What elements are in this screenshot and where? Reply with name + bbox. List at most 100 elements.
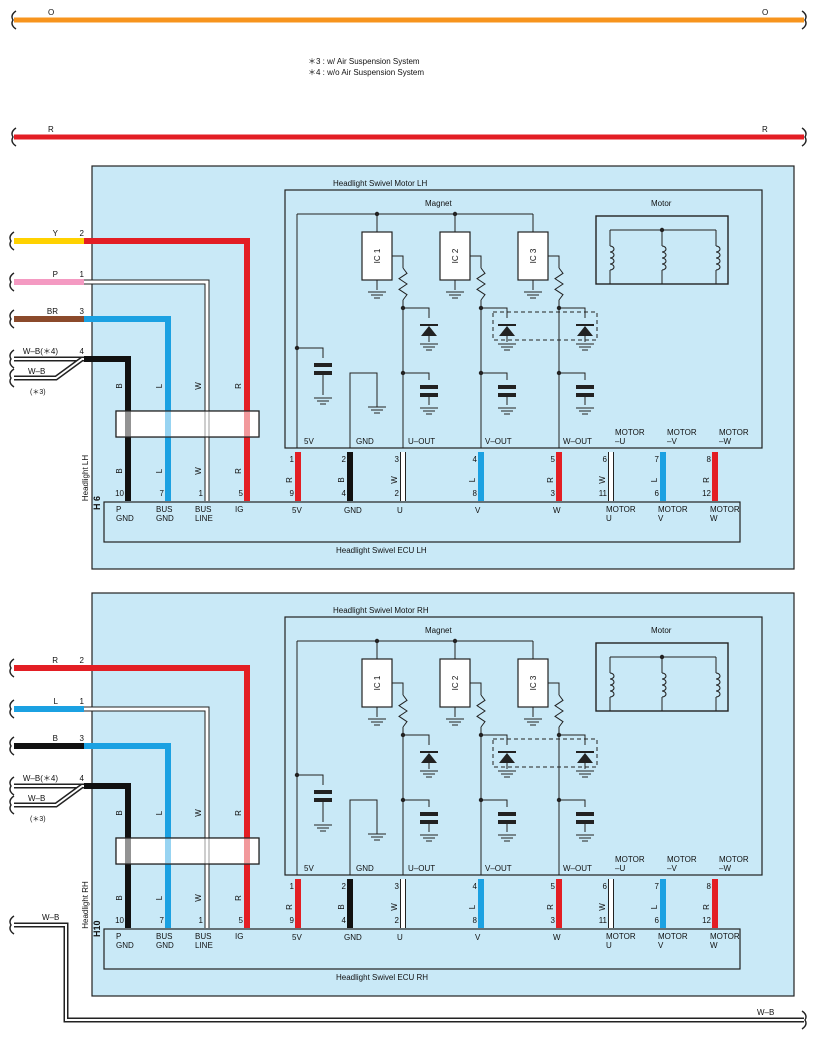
label-line: W xyxy=(710,514,718,523)
wire-color-code: B xyxy=(115,895,124,900)
resistor-icon xyxy=(398,267,408,301)
ecu-pin: 10 xyxy=(115,916,124,925)
wire-color-code: L xyxy=(468,904,477,909)
swivel-motor-title: Headlight Swivel Motor LH xyxy=(333,179,427,188)
ecu-pin: 4 xyxy=(342,489,347,498)
connector-brace-icon xyxy=(801,1010,807,1030)
diode-feed xyxy=(403,307,430,318)
ecu-term-label: GND xyxy=(344,506,362,515)
magnet-label: Magnet xyxy=(425,626,452,635)
label-line: IG xyxy=(235,932,243,941)
input-pin: 4 xyxy=(80,774,85,783)
cap-feed xyxy=(481,799,508,807)
ecu-pin: 5 xyxy=(239,916,244,925)
connector-brace-icon xyxy=(9,368,15,388)
swivel-motor-box xyxy=(284,616,763,876)
wire-color-code: B xyxy=(115,383,124,388)
wire-color-code: W xyxy=(194,809,203,817)
label-line: BUS xyxy=(156,932,172,941)
wire-color-code: W xyxy=(390,903,399,911)
connector-id: H 6 xyxy=(92,496,102,510)
label-line: MOTOR xyxy=(606,932,636,941)
wire-color-code: R xyxy=(285,904,294,910)
swivel-ecu-title: Headlight Swivel ECU LH xyxy=(336,546,427,555)
junction-dot xyxy=(659,227,665,233)
cap-feed xyxy=(403,799,430,807)
motor-term-label: U–OUT xyxy=(408,437,435,446)
wire-color-code: R xyxy=(234,810,243,816)
label-line: W xyxy=(710,941,718,950)
motor-term-label: GND xyxy=(356,864,374,873)
motor-term-label: MOTOR–U xyxy=(615,855,645,873)
diode-icon xyxy=(577,753,593,763)
label-line: IG xyxy=(235,505,243,514)
wire-color-code: W xyxy=(194,894,203,902)
wire-p-gnd xyxy=(84,783,131,928)
label-line: MOTOR xyxy=(710,505,740,514)
capacitor-icon xyxy=(420,385,438,389)
diode-group-dashed xyxy=(492,738,598,768)
coil-icon xyxy=(715,245,721,271)
capacitor-icon xyxy=(420,820,438,824)
wire-color-code: B xyxy=(337,477,346,482)
wire-color-code: W xyxy=(194,467,203,475)
capacitor-icon xyxy=(498,820,516,824)
ecu-term-label: W xyxy=(553,933,561,942)
motor-term-label: MOTOR–U xyxy=(615,428,645,446)
motor-label: Motor xyxy=(651,199,672,208)
coil-icon xyxy=(609,672,615,698)
ecu-pin: 6 xyxy=(655,916,660,925)
label-line: V xyxy=(658,941,664,950)
coil-icon xyxy=(609,245,615,271)
capacitor-icon xyxy=(314,371,332,375)
motor-pin: 6 xyxy=(603,455,608,464)
wire-color-code: L xyxy=(155,468,164,473)
motor-term-label: MOTOR–V xyxy=(667,855,697,873)
alt-wb-stripe xyxy=(14,785,83,806)
ecu-term-label: U xyxy=(397,933,403,942)
ic-out xyxy=(548,682,560,695)
wire-color-code: L xyxy=(468,477,477,482)
motor-term-label: V–OUT xyxy=(485,864,512,873)
motor-pin: 7 xyxy=(655,455,660,464)
ecu-pin: 1 xyxy=(199,489,204,498)
motor-term-label: MOTOR–V xyxy=(667,428,697,446)
swivel-ecu-box xyxy=(103,928,741,970)
wire-color-code: W xyxy=(598,903,607,911)
ecu-term-label: V xyxy=(475,506,481,515)
ic-out xyxy=(392,682,404,695)
label-line: U xyxy=(606,941,612,950)
input-wire-label: B xyxy=(53,734,58,743)
bus-wb: W–BW–B xyxy=(9,913,807,1030)
motor-term-label: MOTOR–W xyxy=(719,855,749,873)
ic-out xyxy=(392,255,404,268)
junction-dot xyxy=(659,654,665,660)
connector-brace-icon xyxy=(801,10,807,30)
resistor-icon xyxy=(554,694,564,728)
label-line: MOTOR xyxy=(710,932,740,941)
connector-brace-icon xyxy=(9,309,15,329)
connector-brace-icon xyxy=(801,127,807,147)
capacitor-icon xyxy=(420,393,438,397)
bus-o-label-right: O xyxy=(762,8,768,17)
label-line: MOTOR xyxy=(719,855,749,864)
connector-brace-icon xyxy=(9,699,15,719)
ic-label: IC 1 xyxy=(373,248,382,263)
motor-term-label: 5V xyxy=(304,437,314,446)
diode-feed xyxy=(403,734,430,745)
input-pin: 2 xyxy=(80,229,85,238)
label-line: U xyxy=(606,514,612,523)
alt-wb-note: (＊3) xyxy=(30,389,46,396)
label-line: BUS xyxy=(195,932,211,941)
motor-pin: 1 xyxy=(290,455,295,464)
cap-feed xyxy=(403,372,430,380)
capacitor-icon xyxy=(576,385,594,389)
bus-r-label-left: R xyxy=(48,125,54,134)
label-line: GND xyxy=(156,514,174,523)
alt-wb-label: W–B xyxy=(28,794,45,803)
ecu-pin: 2 xyxy=(395,489,400,498)
